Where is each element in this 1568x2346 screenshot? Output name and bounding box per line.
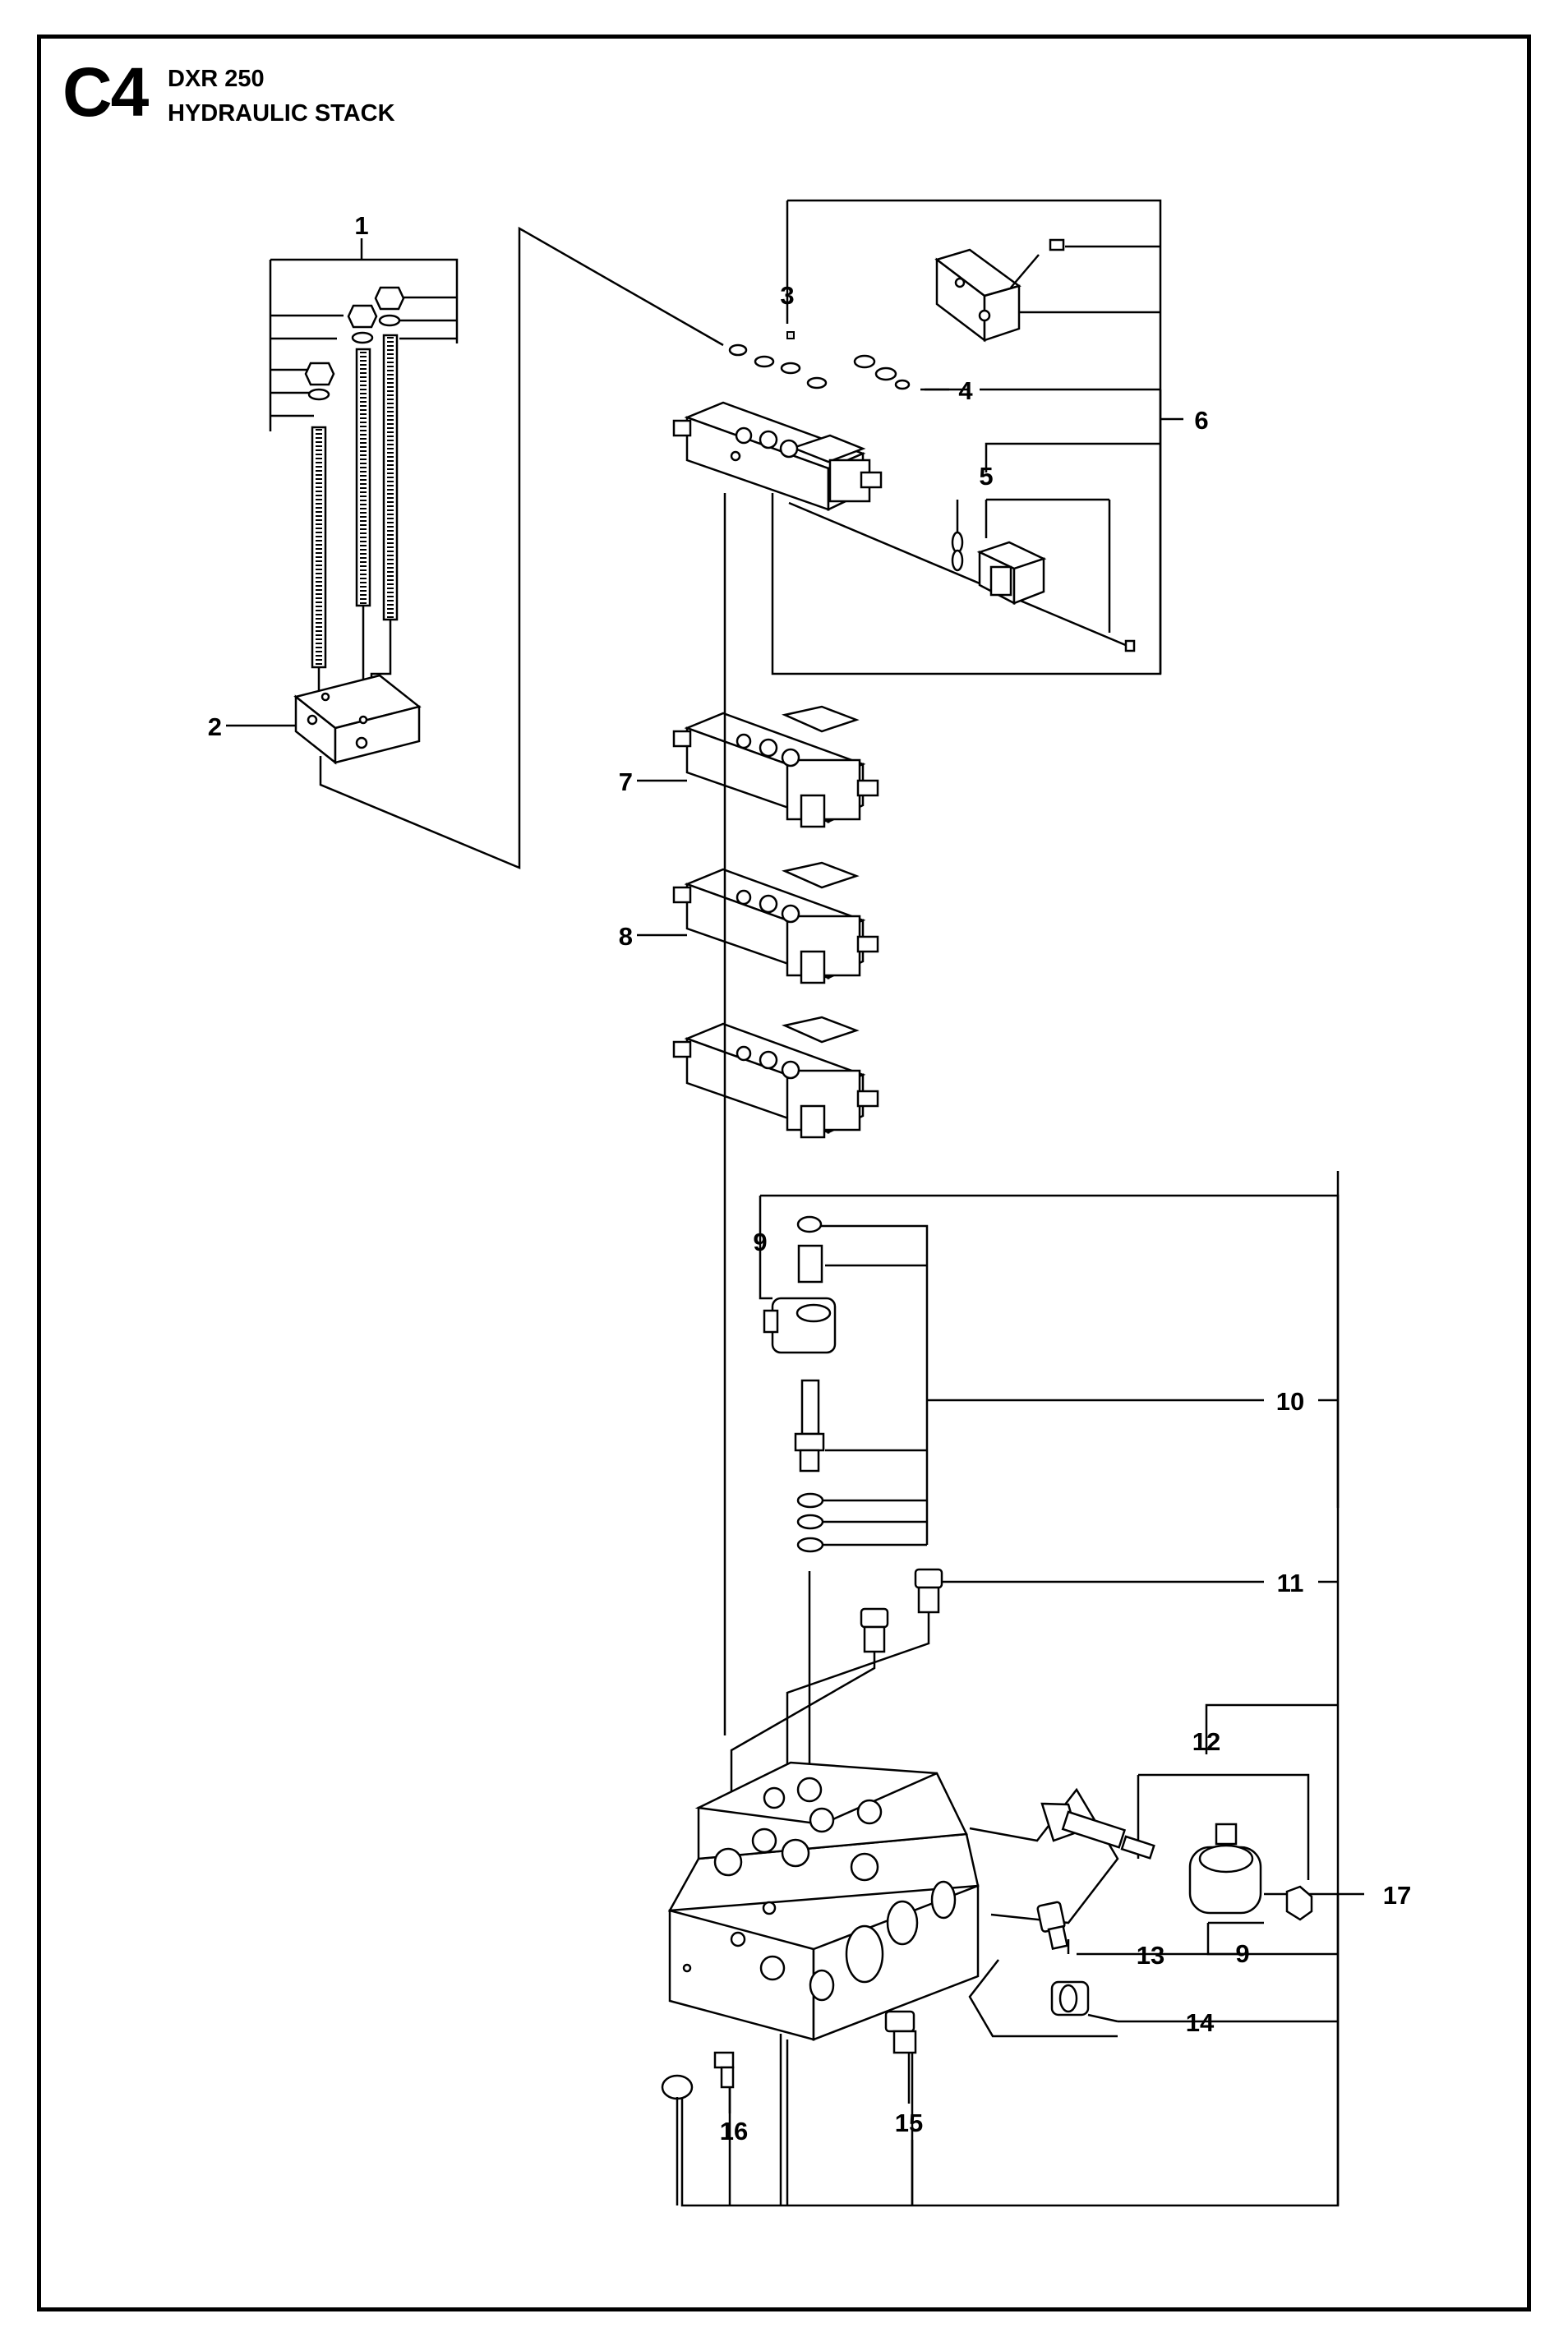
callout-2: 2 [208, 712, 222, 741]
callout-10: 10 [1276, 1387, 1304, 1416]
callout-labels: 1 2 3 4 5 6 7 8 9 9 10 11 12 13 14 15 16… [208, 211, 1411, 2205]
solenoid-valve-kit [680, 1171, 1340, 2207]
callout-9-lower: 9 [1235, 1939, 1249, 1968]
callout-7: 7 [619, 767, 633, 796]
callout-5: 5 [979, 462, 993, 491]
page-title: HYDRAULIC STACK [168, 100, 395, 127]
callout-8: 8 [619, 922, 633, 951]
callout-13: 13 [1137, 1941, 1164, 1970]
callout-9-upper: 9 [753, 1228, 767, 1256]
callout-11: 11 [1277, 1569, 1304, 1597]
callout-12: 12 [1192, 1727, 1220, 1756]
callout-6: 6 [1194, 406, 1208, 435]
model-name: DXR 250 [168, 66, 265, 92]
manifold-block [661, 1703, 1364, 2205]
callout-1: 1 [354, 211, 368, 240]
valve-section-7 [637, 705, 879, 828]
section-code: C4 [62, 53, 149, 131]
callout-16: 16 [720, 2117, 748, 2146]
valve-section-8 [637, 861, 879, 984]
page-frame [37, 35, 1531, 2311]
callout-17: 17 [1383, 1881, 1411, 1910]
callout-3: 3 [780, 281, 794, 310]
tie-rod-assembly [226, 226, 724, 869]
callout-4: 4 [958, 376, 973, 405]
callout-14: 14 [1186, 2008, 1215, 2037]
valve-section-unlabeled [672, 1016, 879, 1139]
callout-15: 15 [895, 2109, 923, 2137]
top-valve-section [672, 199, 1162, 675]
